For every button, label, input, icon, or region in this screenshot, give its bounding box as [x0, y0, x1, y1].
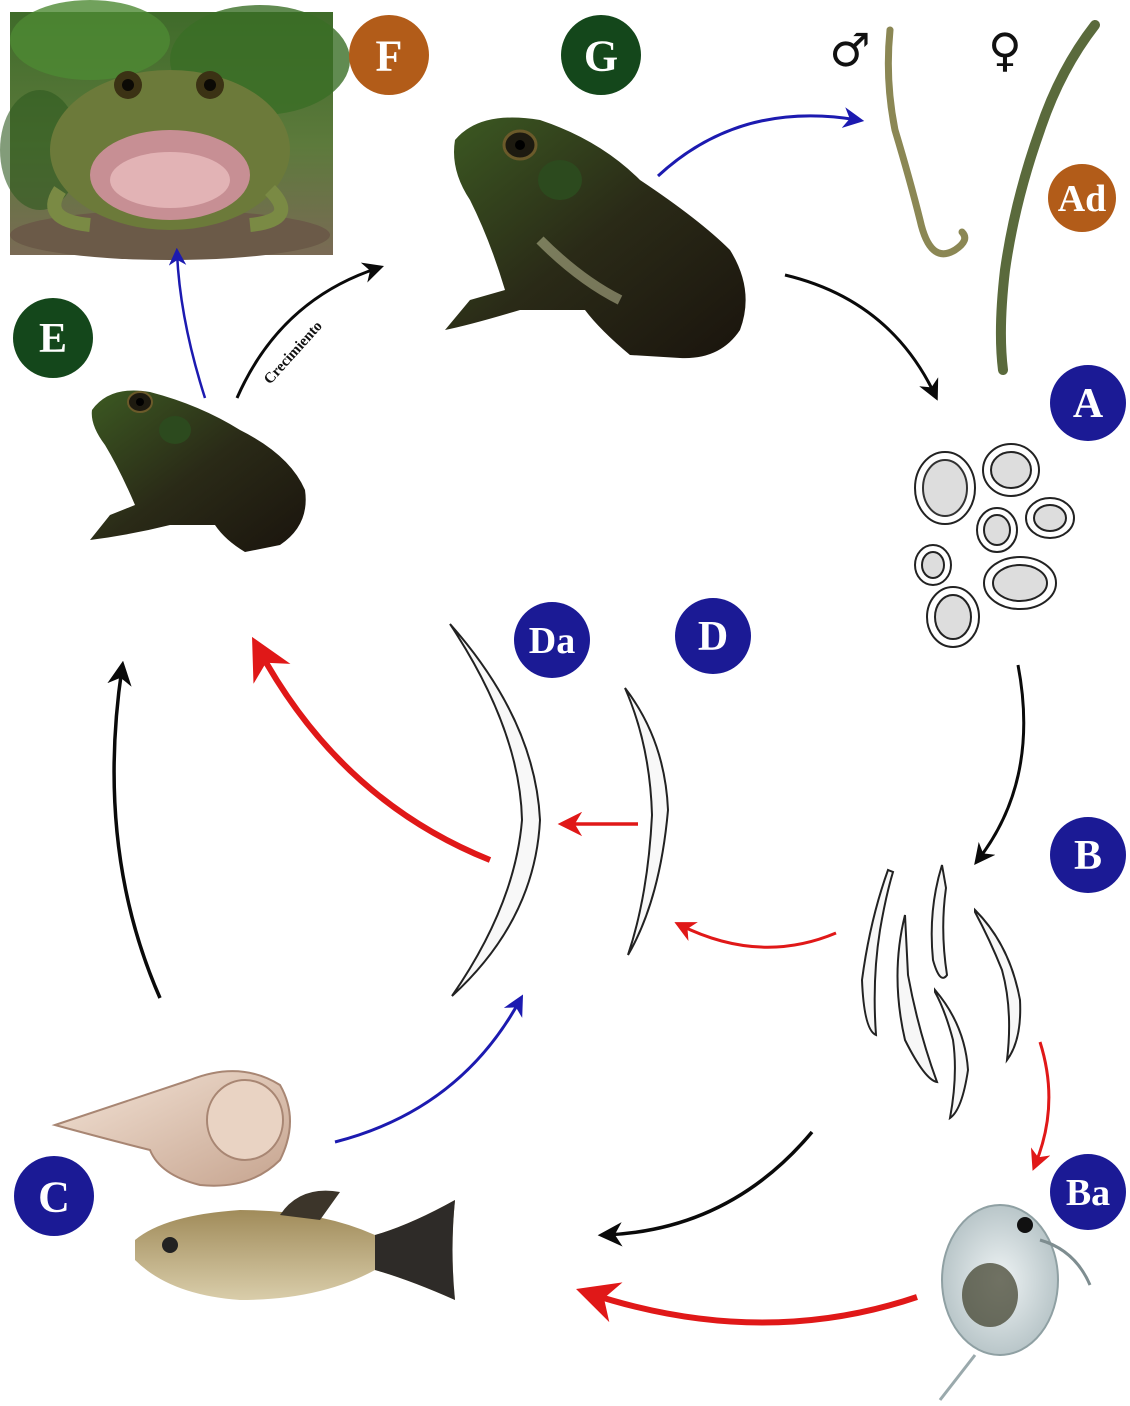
svg-text:Ad: Ad: [1058, 178, 1107, 220]
arrow-c-to-e: [114, 668, 160, 998]
female-symbol: ♀: [988, 23, 1022, 77]
arrow-b-to-ba: [1035, 1042, 1049, 1165]
arrow-snail-to-larva: [335, 1000, 520, 1142]
arrow-b-to-d: [680, 925, 836, 947]
bullfrog-juvenile: [90, 390, 306, 552]
svg-text:C: C: [38, 1173, 70, 1222]
arrow-g-to-a: [785, 275, 935, 395]
nematode-larvae: [862, 865, 1020, 1118]
arrow-larvae-to-host: [605, 1132, 812, 1235]
arrow-da-to-frog: [258, 648, 490, 860]
badge-e: E: [13, 298, 93, 378]
svg-text:B: B: [1074, 833, 1102, 879]
growth-label: Crecimiento: [261, 318, 326, 387]
badge-g: G: [561, 15, 641, 95]
badge-b: B: [1050, 817, 1126, 893]
badge-a: A: [1050, 365, 1126, 441]
svg-text:Ba: Ba: [1066, 1172, 1110, 1214]
open-mouth-frog-photo: [0, 0, 350, 260]
arrow-ba-to-fish: [588, 1293, 917, 1323]
svg-text:A: A: [1073, 381, 1104, 427]
arrow-g-to-ad: [658, 116, 858, 176]
svg-text:Da: Da: [529, 620, 575, 662]
male-symbol: ♂: [829, 23, 870, 77]
arrow-e-to-f: [177, 253, 205, 398]
svg-text:D: D: [698, 614, 728, 660]
svg-text:G: G: [584, 32, 618, 81]
snail-shell: [55, 1071, 290, 1186]
larva-da: [450, 624, 540, 996]
nematode-eggs: [915, 444, 1074, 647]
svg-text:E: E: [39, 316, 67, 362]
svg-text:F: F: [376, 32, 403, 81]
badge-da: Da: [514, 602, 590, 678]
arrow-a-to-b: [978, 665, 1024, 860]
badge-c: C: [14, 1156, 94, 1236]
mosquitofish: [135, 1191, 455, 1300]
bullfrog-adult: [445, 118, 746, 359]
badge-ba: Ba: [1050, 1154, 1126, 1230]
daphnia: [940, 1205, 1090, 1400]
badge-d: D: [675, 598, 751, 674]
larva-d: [625, 688, 668, 955]
badge-ad: Ad: [1048, 164, 1116, 232]
badge-f: F: [349, 15, 429, 95]
